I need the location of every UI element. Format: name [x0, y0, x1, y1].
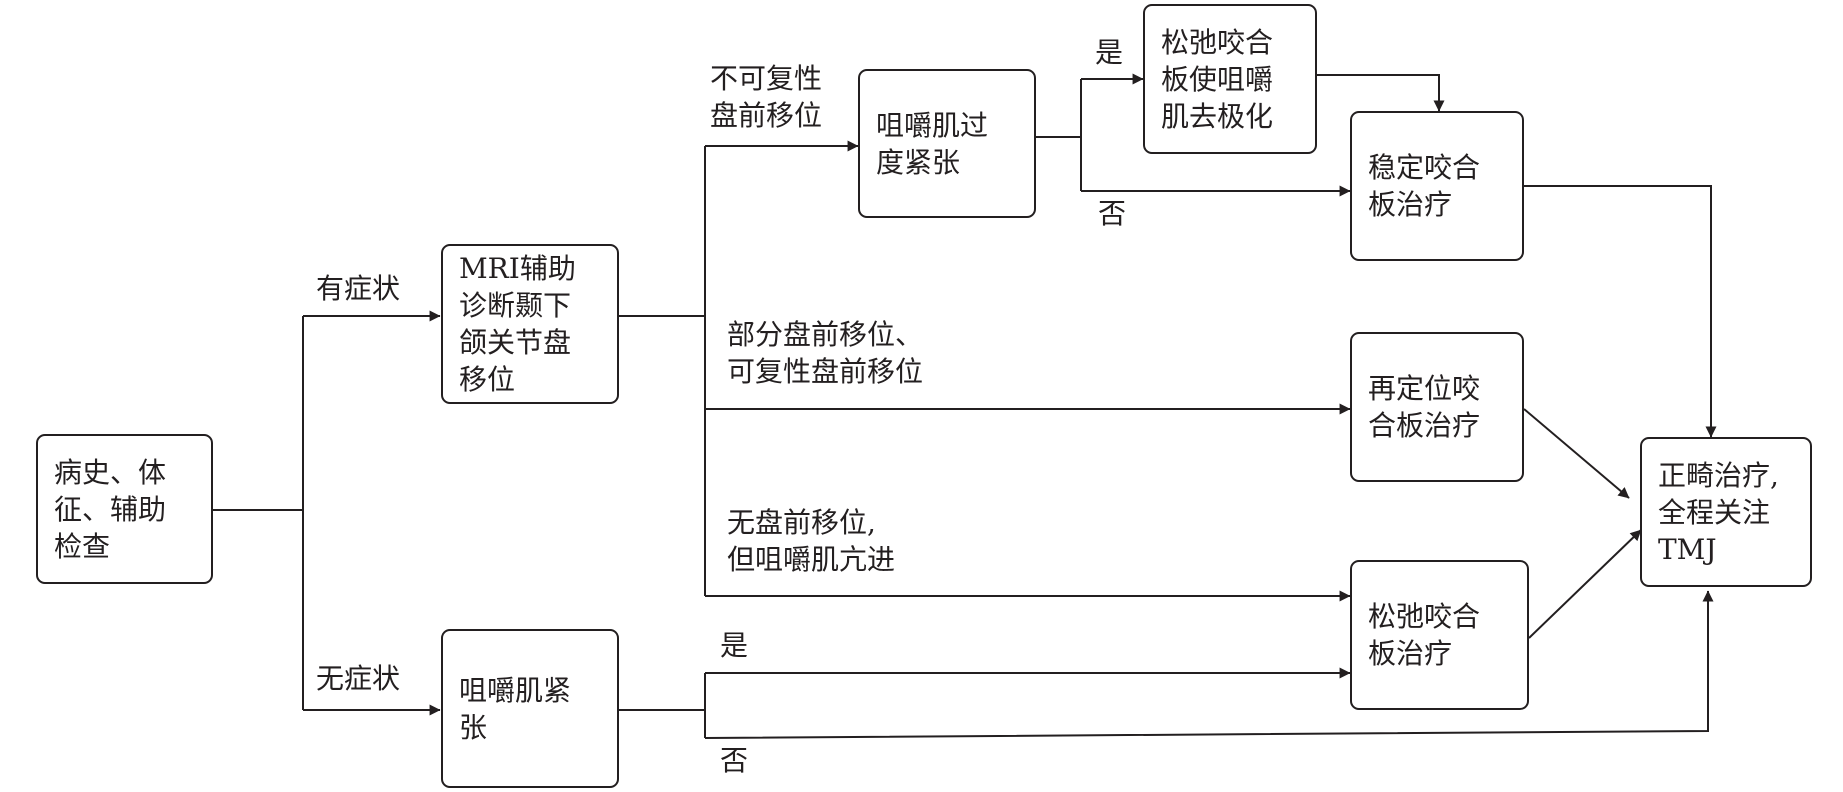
- node-relax-depolarize-label: 松弛咬合 板使咀嚼 肌去极化: [1161, 25, 1274, 133]
- arrow-depolarize-to-stabilizing: [1317, 74, 1445, 112]
- node-masseter-tense: 咀嚼肌紧 张: [441, 629, 619, 788]
- label-yes-bottom: 是: [720, 629, 749, 662]
- node-relax-depolarize: 松弛咬合 板使咀嚼 肌去极化: [1143, 4, 1317, 154]
- node-stabilizing-splint: 稳定咬合 板治疗: [1350, 111, 1524, 261]
- label-symptomatic: 有症状: [316, 272, 401, 305]
- label-no-bottom: 否: [720, 744, 749, 777]
- node-mri-diagnosis: MRI辅助 诊断颞下 颌关节盘 移位: [441, 244, 619, 404]
- node-history-exam: 病史、体 征、辅助 检查: [36, 434, 213, 584]
- node-masseter-over-tense: 咀嚼肌过 度紧张: [858, 69, 1036, 218]
- node-ortho-final-label: 正畸治疗, 全程关注 TMJ: [1658, 458, 1779, 566]
- arrow-repositioning-to-final: [1523, 408, 1630, 499]
- node-repositioning-splint: 再定位咬 合板治疗: [1350, 332, 1524, 482]
- arrow-relaxation-to-final: [1528, 529, 1642, 639]
- node-masseter-over-tense-label: 咀嚼肌过 度紧张: [876, 108, 989, 179]
- label-partial-reducible: 部分盘前移位、 可复性盘前移位: [727, 318, 924, 388]
- label-no-top: 否: [1098, 197, 1127, 230]
- node-mri-diagnosis-label: MRI辅助 诊断颞下 颌关节盘 移位: [459, 252, 576, 396]
- label-no-displacement: 无盘前移位, 但咀嚼肌亢进: [727, 506, 896, 576]
- node-masseter-tense-label: 咀嚼肌紧 张: [459, 673, 572, 744]
- label-asymptomatic: 无症状: [316, 662, 401, 695]
- arrow-no-bottom: [704, 590, 1714, 739]
- node-stabilizing-splint-label: 稳定咬合 板治疗: [1368, 151, 1481, 221]
- label-yes-top: 是: [1095, 36, 1124, 69]
- node-history-exam-label: 病史、体 征、辅助 检查: [54, 455, 167, 563]
- node-relaxation-splint: 松弛咬合 板治疗: [1350, 560, 1529, 710]
- node-relaxation-splint-label: 松弛咬合 板治疗: [1368, 600, 1481, 670]
- label-irreducible: 不可复性 盘前移位: [710, 62, 823, 132]
- node-repositioning-splint-label: 再定位咬 合板治疗: [1368, 372, 1481, 442]
- arrow-stabilizing-to-final: [1524, 185, 1717, 438]
- node-ortho-final: 正畸治疗, 全程关注 TMJ: [1640, 437, 1812, 587]
